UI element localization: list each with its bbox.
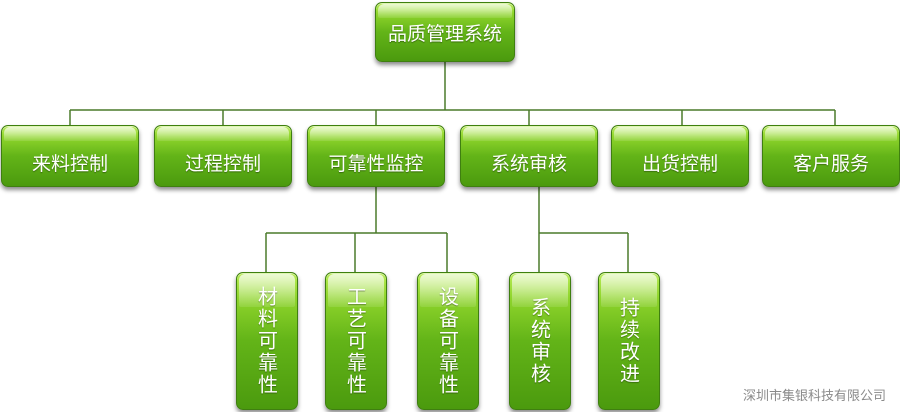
leaf-equipment-reliability: 设备可靠性 [417,272,479,410]
leaf-label: 系统审核 [527,297,552,385]
leaf-label: 工艺可靠性 [343,286,368,396]
node-system-audit: 系统审核 [460,125,598,187]
root-node-label: 品质管理系统 [387,22,502,45]
node-reliability-monitoring: 可靠性监控 [307,125,445,187]
node-label: 客户服务 [792,152,869,175]
node-label: 系统审核 [490,152,567,175]
leaf-process-reliability: 工艺可靠性 [325,272,387,410]
node-process-control: 过程控制 [154,125,292,187]
node-label: 出货控制 [641,152,718,175]
node-label: 来料控制 [31,152,108,175]
company-watermark: 深圳市集银科技有限公司 [742,389,886,404]
node-customer-service: 客户服务 [762,125,900,187]
node-shipment-control: 出货控制 [611,125,749,187]
leaf-label: 设备可靠性 [435,286,460,396]
leaf-system-audit: 系统审核 [509,272,571,410]
node-incoming-control: 来料控制 [1,125,139,187]
root-node-quality-management-system: 品质管理系统 [375,2,515,62]
node-label: 可靠性监控 [328,152,424,175]
leaf-material-reliability: 材料可靠性 [236,272,298,410]
leaf-label: 持续改进 [616,297,641,385]
leaf-label: 材料可靠性 [254,286,279,396]
node-label: 过程控制 [184,152,261,175]
leaf-continuous-improvement: 持续改进 [598,272,660,410]
